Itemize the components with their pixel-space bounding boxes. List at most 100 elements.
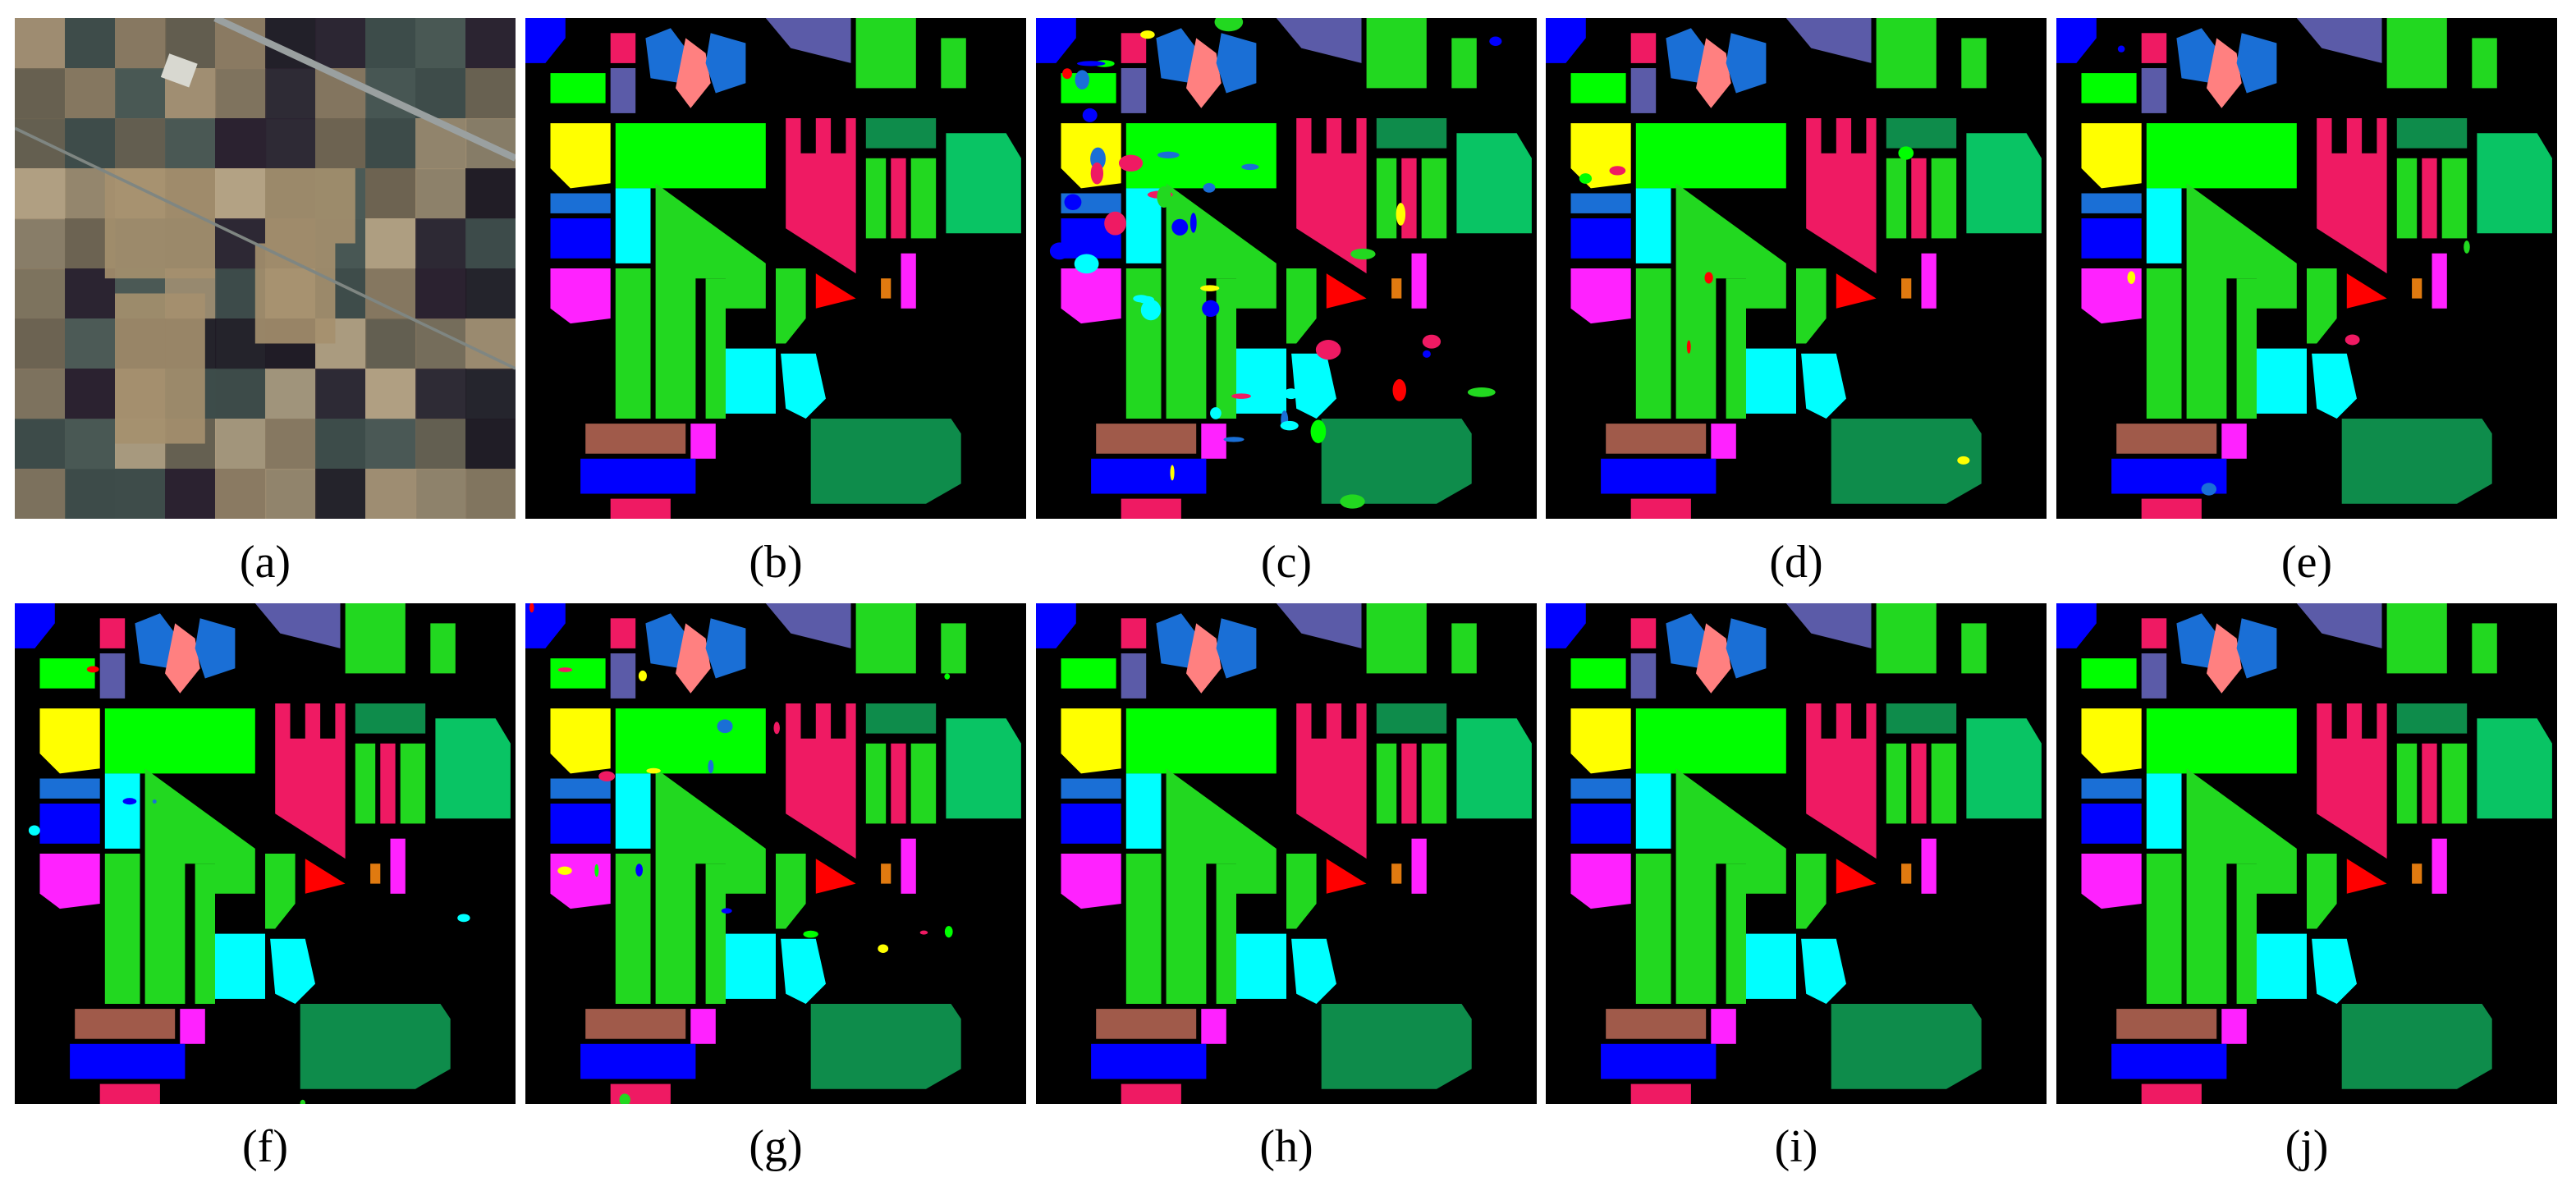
caption-g: (g)	[749, 1121, 803, 1172]
field-green-strip	[1125, 854, 1162, 1004]
aerial-field-tile	[65, 369, 117, 420]
field-blue-block	[2081, 218, 2142, 259]
field-green-col2	[1931, 158, 1957, 239]
aerial-field-tile	[465, 318, 516, 370]
field-cyan-left	[615, 188, 651, 263]
field-pink-small	[1121, 618, 1147, 648]
field-magenta	[1061, 854, 1121, 909]
noise-speck	[1310, 419, 1327, 443]
field-green-inner	[1726, 863, 1746, 1004]
field-red-triangle	[1836, 273, 1877, 309]
field-green-small	[1570, 73, 1626, 103]
aerial-field-tile	[115, 68, 167, 120]
noise-speck	[529, 603, 534, 613]
noise-speck	[1280, 420, 1299, 431]
noise-speck	[1223, 437, 1244, 442]
field-purple-top	[1785, 18, 1872, 63]
field-blue-strip	[1061, 778, 1121, 799]
field-cyan-lower	[726, 933, 776, 999]
field-purple-top	[1276, 603, 1362, 648]
field-green-small	[1570, 658, 1626, 689]
field-cyan-left	[1635, 773, 1671, 849]
noise-speck	[1214, 18, 1244, 32]
field-green-narrow	[1451, 38, 1477, 89]
field-blue-corner	[525, 18, 566, 63]
noise-speck	[1340, 494, 1365, 509]
field-green-small	[550, 73, 606, 103]
field-pink-small	[1630, 33, 1657, 63]
field-magenta-small	[2432, 253, 2447, 309]
field-blue-block	[550, 804, 611, 844]
field-green-inner	[2236, 863, 2257, 1004]
field-blue-mid	[1666, 28, 1707, 84]
field-green-col2	[400, 743, 426, 824]
field-blue-right	[1726, 618, 1767, 679]
noise-speck	[878, 944, 889, 953]
field-blue-bottom	[580, 458, 696, 494]
field-brown	[75, 1009, 176, 1039]
field-green-narrow	[1961, 623, 1987, 674]
field-darkgreen-top	[2396, 118, 2468, 149]
field-cyan-hook	[2312, 353, 2357, 419]
field-cyan-left	[2146, 188, 2182, 263]
field-darkgreen-top	[1376, 118, 1447, 149]
noise-speck	[1118, 154, 1144, 172]
field-blue-right	[705, 618, 746, 679]
field-blue-mid	[2176, 28, 2217, 84]
noise-speck	[1686, 340, 1691, 354]
field-green-big	[1635, 708, 1786, 774]
field-seagreen	[946, 133, 1021, 234]
map-svg	[2056, 18, 2557, 519]
field-purple-small	[610, 653, 636, 699]
field-green-strip	[104, 854, 140, 1004]
aerial-field-tile	[15, 68, 66, 120]
aerial-field-tile	[215, 118, 267, 170]
noise-speck	[1704, 272, 1713, 284]
field-blue-mid	[1156, 28, 1197, 84]
field-pink-bottom	[2141, 498, 2202, 519]
aerial-field-tile	[465, 18, 516, 70]
field-pink-col	[891, 158, 906, 239]
field-purple-small	[99, 653, 126, 699]
field-purple-small	[1630, 653, 1657, 699]
field-darkgreen-big	[810, 419, 961, 504]
panel-f-classification-map	[15, 603, 516, 1104]
field-blue-corner	[525, 603, 566, 648]
noise-speck	[594, 863, 599, 877]
caption-e: (e)	[2280, 537, 2333, 588]
field-magenta	[550, 268, 611, 324]
noise-speck	[122, 798, 137, 805]
field-magenta-lower	[2221, 1009, 2247, 1044]
noise-speck	[1138, 295, 1155, 304]
field-yellow	[2081, 708, 2142, 774]
field-magenta-lower	[690, 424, 716, 459]
noise-speck	[1396, 203, 1406, 226]
field-blue-corner	[1546, 603, 1586, 648]
noise-speck	[717, 719, 733, 734]
field-pink-col	[1911, 743, 1927, 824]
field-green-inner	[2236, 278, 2257, 419]
field-green-strip	[1635, 854, 1671, 1004]
field-green-big	[1635, 123, 1786, 189]
field-pink-bottom	[610, 498, 671, 519]
field-green-lower	[2307, 268, 2337, 344]
noise-speck	[1064, 194, 1082, 210]
noise-speck	[721, 908, 732, 914]
map-svg	[2056, 603, 2557, 1104]
field-pink-col	[1911, 158, 1927, 239]
aerial-field-tile	[365, 419, 417, 470]
field-green-strip	[1125, 268, 1162, 419]
field-cyan-lower	[2257, 348, 2307, 414]
noise-speck	[1467, 387, 1496, 397]
aerial-field-tile	[315, 118, 367, 170]
field-crimson	[2317, 703, 2387, 859]
noise-speck	[1202, 300, 1220, 318]
field-crimson	[1296, 703, 1367, 859]
field-purple-small	[2141, 653, 2167, 699]
aerial-field-tile	[465, 419, 516, 470]
aerial-field-tile	[365, 118, 417, 170]
aerial-field-tile	[15, 318, 66, 370]
field-blue-bottom	[1091, 1043, 1207, 1079]
field-green-big	[615, 708, 766, 774]
field-pink-col	[891, 743, 906, 824]
